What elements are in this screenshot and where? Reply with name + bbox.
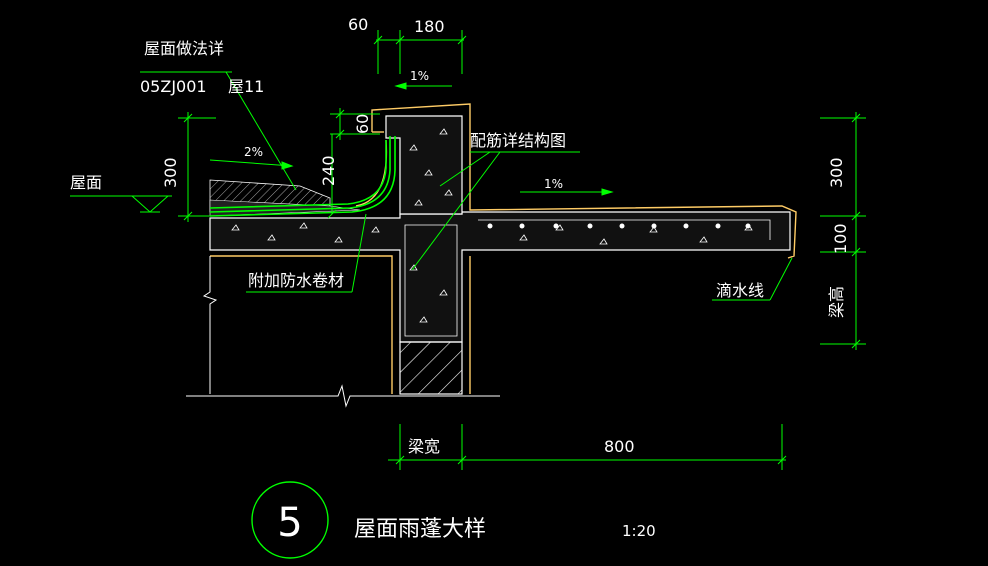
detail-number-circle: [251, 481, 329, 559]
detail-number: 5: [277, 500, 302, 546]
title-block: 5 屋面雨蓬大样 1:20: [277, 500, 655, 546]
slope-canopy: 1%: [544, 177, 563, 191]
slope-texts: 1% 2% 1%: [244, 69, 563, 191]
dimension-lines: [70, 30, 866, 470]
concrete-structure: [209, 115, 791, 395]
concrete-specks: [231, 222, 753, 245]
detail-scale: 1:20: [622, 522, 656, 540]
label-roof-detail: 屋面做法详: [144, 39, 224, 58]
label-roof-no: 屋11: [228, 77, 264, 96]
detail-title: 屋面雨蓬大样: [354, 517, 486, 542]
dim-bottom-right: 800: [604, 437, 635, 456]
label-membrane: 附加防水卷材: [248, 271, 344, 290]
dim-top-left: 60: [348, 15, 368, 34]
dim-membrane: 240: [319, 155, 338, 186]
label-roof: 屋面: [70, 173, 102, 192]
slope-roof: 2%: [244, 145, 263, 159]
roof-screed: [209, 199, 361, 217]
dim-top-right: 180: [414, 17, 445, 36]
break-lines: [186, 256, 500, 408]
annotation-texts: 屋面做法详 05ZJ001 屋11 屋面 配筋详结构图 附加防水卷材 滴水线: [70, 39, 764, 300]
label-rebar: 配筋详结构图: [470, 131, 566, 150]
wall-hatched: [399, 341, 463, 395]
parapet-specks: [409, 128, 453, 206]
dim-left-300: 300: [161, 157, 180, 188]
dim-right-300: 300: [827, 157, 846, 188]
slope-top: 1%: [410, 69, 429, 83]
dim-parapet: 60: [353, 114, 372, 134]
label-standard-code: 05ZJ001: [140, 77, 207, 96]
dim-bottom-left: 梁宽: [408, 437, 440, 456]
beam-rebar-outline: [404, 224, 458, 337]
dimension-texts: 60 180 60 240 300 300 100 梁高 梁宽 800: [161, 15, 850, 456]
beam-specks: [409, 264, 448, 323]
rebar-dots: [487, 223, 751, 229]
dim-right-100: 100: [831, 223, 850, 254]
canopy-top-rebar: [478, 219, 771, 240]
leader-lines: [140, 71, 793, 301]
parapet-concrete: [385, 115, 463, 215]
membrane: [209, 136, 396, 217]
dim-right-beam: 梁高: [827, 286, 846, 318]
label-drip: 滴水线: [716, 281, 764, 300]
